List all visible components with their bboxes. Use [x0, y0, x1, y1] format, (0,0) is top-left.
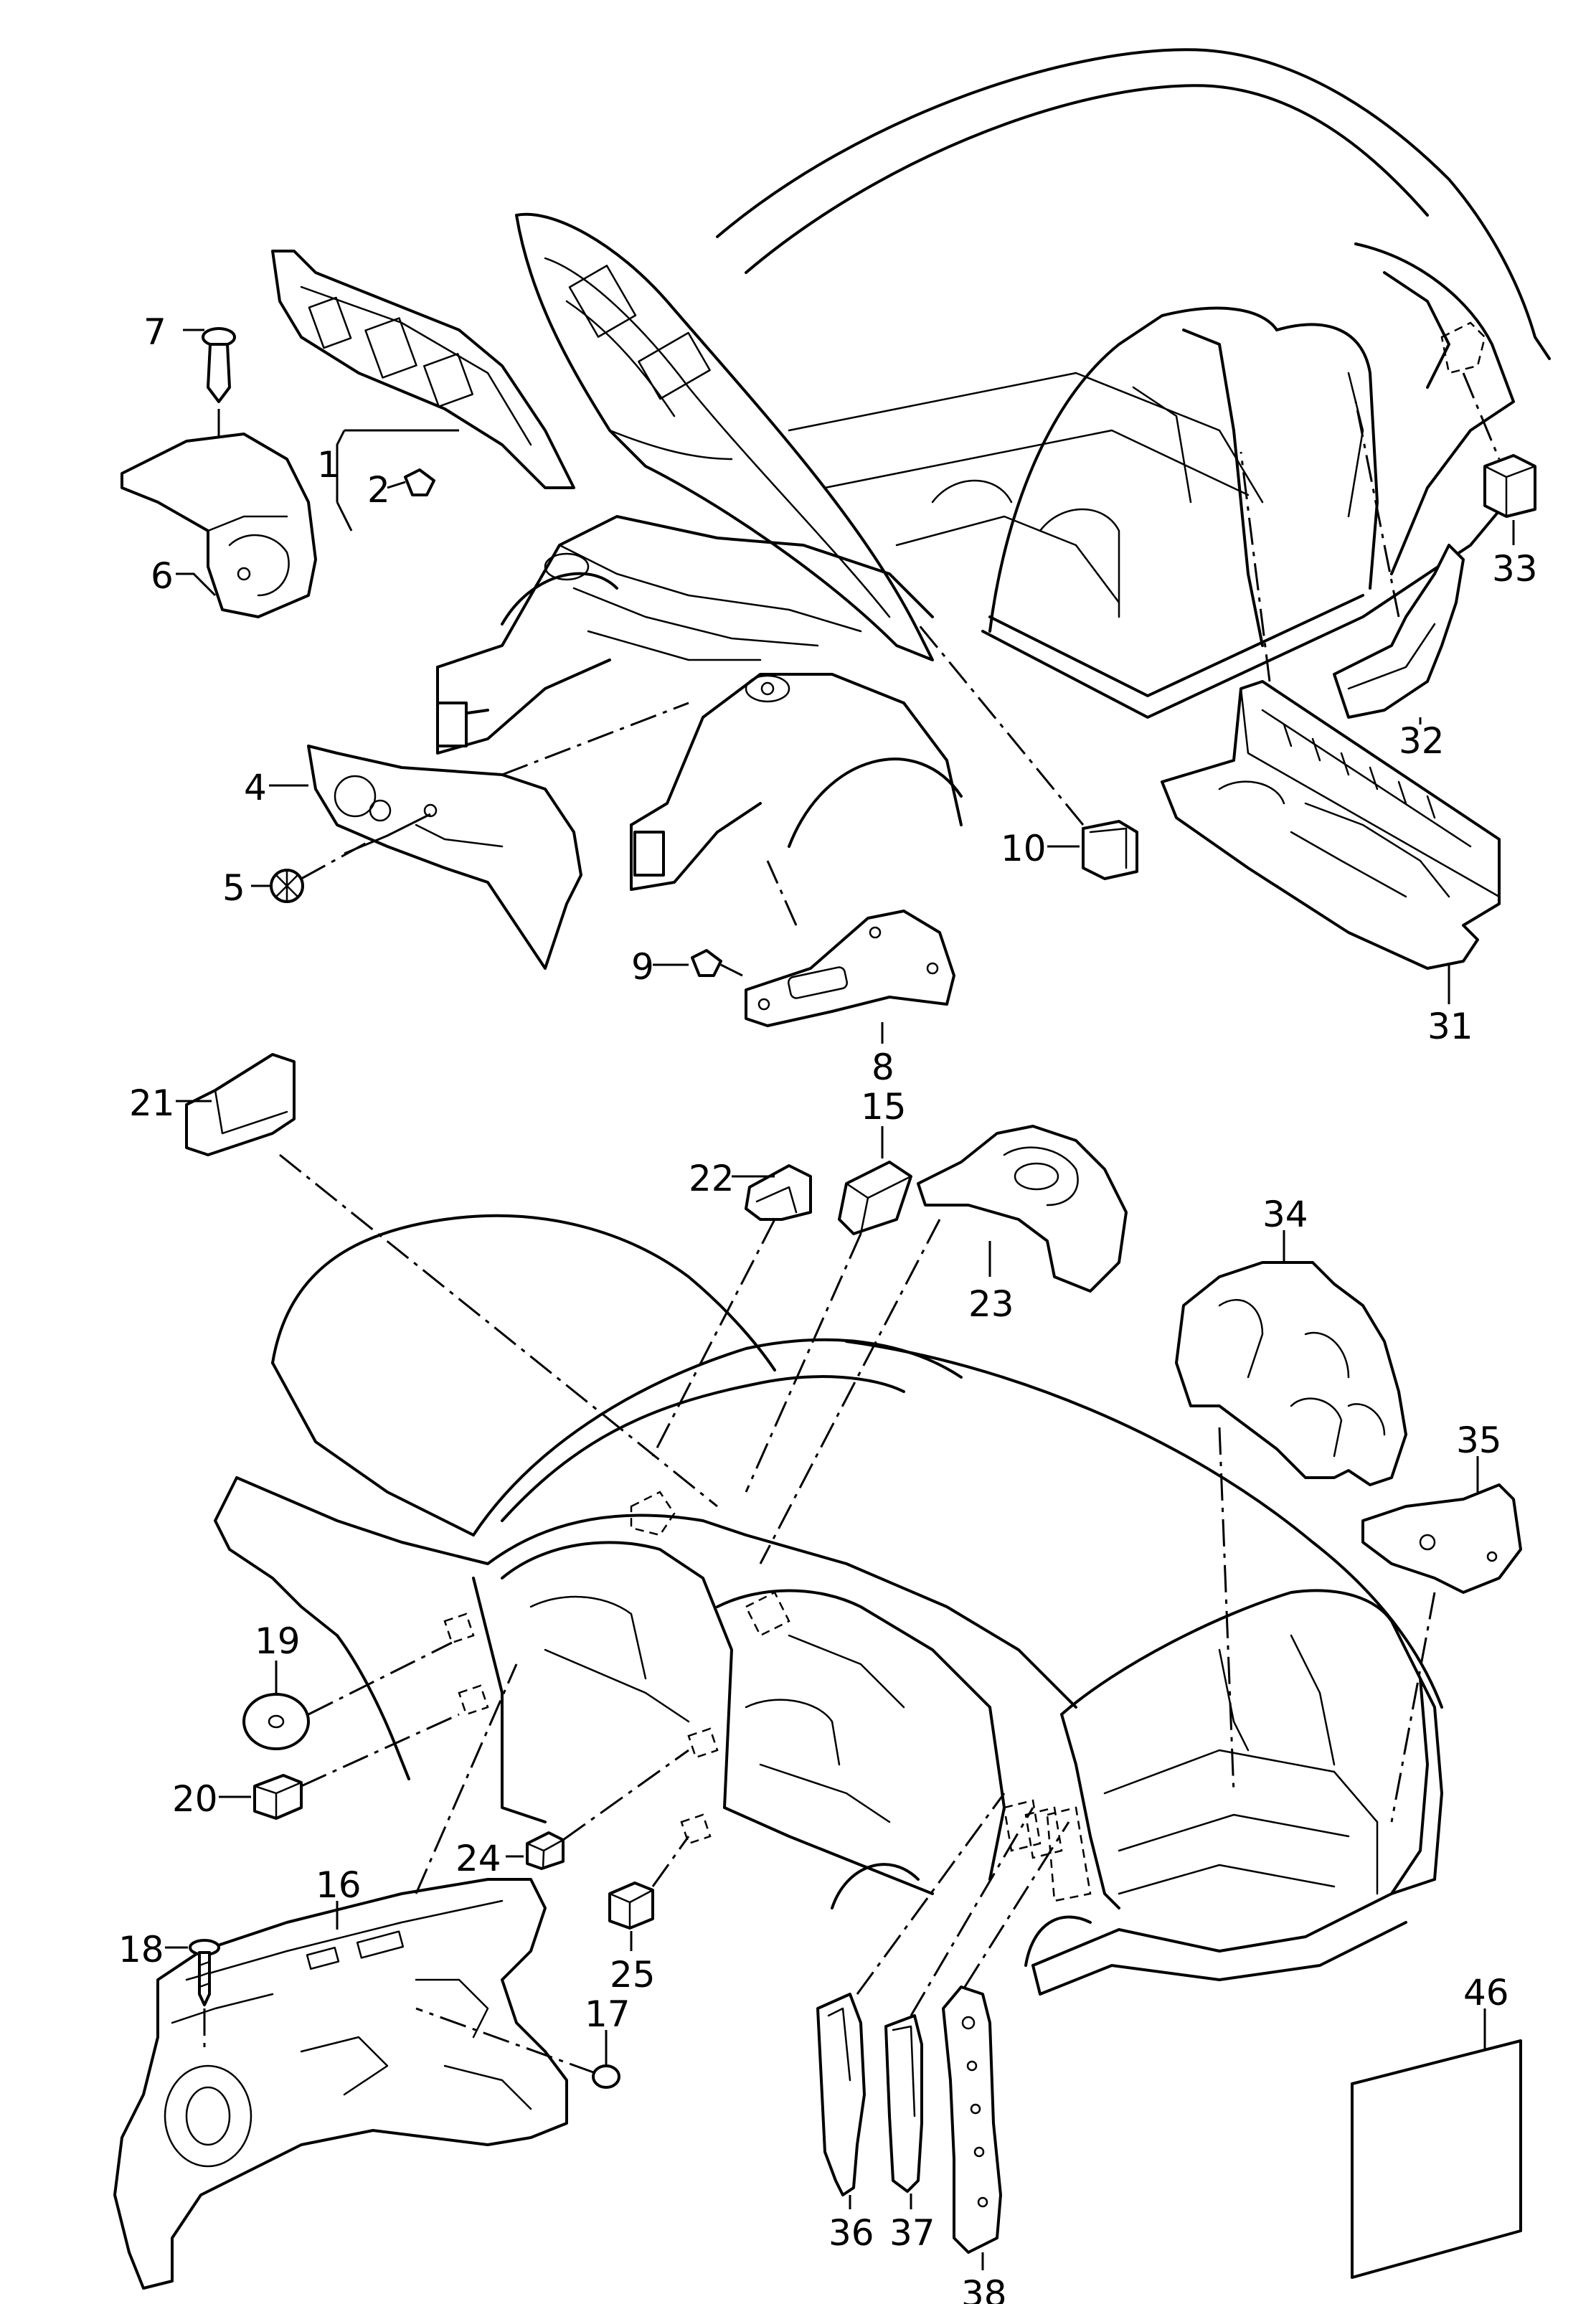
- callout-32: 32: [1399, 720, 1445, 762]
- part-32-wheelhouse-insulation: [1333, 544, 1465, 719]
- part-7-push-rivet: [202, 327, 236, 403]
- part-8-side-member-insulation: [745, 910, 955, 1027]
- guide-15: [745, 1233, 862, 1493]
- part-17-plug: [592, 2064, 620, 2089]
- part-19-round-pad: [242, 1693, 310, 1750]
- part-46-insulation-mat: [1351, 2039, 1522, 2279]
- callout-25: 25: [610, 1954, 656, 1996]
- callout-31: 31: [1427, 1006, 1473, 1047]
- callout-2: 2: [367, 469, 390, 511]
- leader-9b: [720, 963, 743, 977]
- callout-15: 15: [861, 1086, 907, 1128]
- callout-6: 6: [151, 555, 174, 597]
- part-33-foam-block: [1483, 454, 1536, 518]
- guide-17: [415, 2007, 596, 2074]
- part-9-clip: [691, 949, 722, 977]
- part-6-insulation-pad: [121, 433, 317, 618]
- guide-36: [856, 1793, 1006, 1995]
- callout-37: 37: [889, 2212, 935, 2254]
- guide-8: [766, 860, 798, 926]
- part-24-foam-block: [526, 1831, 565, 1870]
- callout-23: 23: [968, 1283, 1014, 1325]
- lower-body-shell: [214, 1214, 1443, 1996]
- part-23-wheelhouse-liner: [917, 1125, 1128, 1293]
- part-25-foam-block: [608, 1882, 654, 1930]
- guide-16: [415, 1663, 518, 1894]
- upper-body-shell: [436, 48, 1551, 891]
- callout-9: 9: [631, 946, 654, 988]
- guide-32: [1354, 401, 1400, 618]
- guide-10: [917, 623, 1085, 826]
- callout-16: 16: [316, 1864, 362, 1906]
- callout-35: 35: [1456, 1420, 1502, 1461]
- part-18-screw: [189, 1939, 220, 2006]
- part-36-pillar-foam: [816, 1993, 866, 2196]
- guide-38: [963, 1821, 1070, 1988]
- part-22-foam-piece: [745, 1164, 812, 1221]
- part-37-pillar-foam: [884, 2014, 923, 2193]
- part-2-clip: [404, 468, 435, 496]
- callout-labels: 1 2 7 6 4 5 9 8 10 31 32 33 21 22 15 23 …: [118, 311, 1538, 2304]
- guide-31: [1240, 451, 1271, 682]
- guide-20: [301, 1713, 460, 1788]
- callout-34: 34: [1262, 1194, 1308, 1235]
- guide-35: [1390, 1592, 1436, 1823]
- part-1-hood-insulation: [271, 250, 575, 489]
- part-34-rear-wheelhouse-insulation: [1175, 1261, 1407, 1486]
- part-16-dash-insulation: [113, 1878, 568, 2290]
- guide-19: [308, 1641, 453, 1716]
- callout-21: 21: [129, 1082, 175, 1124]
- leader-2: [387, 481, 406, 489]
- part-15-foam-block: [838, 1161, 912, 1235]
- callout-22: 22: [689, 1158, 735, 1199]
- callout-36: 36: [828, 2212, 874, 2254]
- leader-6: [176, 572, 217, 597]
- guide-24: [562, 1749, 689, 1841]
- callout-5: 5: [222, 867, 245, 909]
- location-33: [1440, 321, 1486, 374]
- guide-23: [759, 1219, 941, 1564]
- guide-37: [910, 1807, 1034, 2016]
- part-20-foam-block: [253, 1774, 303, 1820]
- guide-22: [651, 1219, 776, 1457]
- part-4-bulkhead-insulation: [307, 745, 582, 970]
- part-21-foam-wedge: [185, 1053, 296, 1156]
- guide-5: [301, 838, 374, 880]
- callout-7: 7: [143, 311, 166, 353]
- leader-1: [336, 430, 353, 532]
- guide-4: [501, 702, 689, 776]
- callout-19: 19: [255, 1620, 301, 1662]
- callout-46: 46: [1463, 1972, 1509, 2013]
- callout-10: 10: [1001, 828, 1047, 869]
- callout-18: 18: [118, 1929, 164, 1970]
- part-38-pillar-foam: [942, 1986, 1002, 2254]
- callout-24: 24: [455, 1838, 501, 1879]
- guide-33: [1462, 372, 1501, 460]
- callout-4: 4: [244, 767, 267, 808]
- part-31-rear-floor-insulation: [1161, 680, 1501, 970]
- callout-17: 17: [585, 1993, 631, 2035]
- part-35-damping-pad: [1361, 1483, 1522, 1594]
- part-5-grommet: [270, 869, 304, 903]
- guide-21: [279, 1153, 718, 1508]
- callout-20: 20: [172, 1778, 218, 1820]
- callout-8: 8: [872, 1047, 894, 1088]
- part-10-foam-block: [1082, 820, 1138, 880]
- callout-1: 1: [317, 444, 340, 486]
- guide-34: [1218, 1427, 1235, 1794]
- callout-38: 38: [961, 2273, 1007, 2304]
- guide-25: [651, 1836, 690, 1887]
- callout-33: 33: [1492, 548, 1538, 590]
